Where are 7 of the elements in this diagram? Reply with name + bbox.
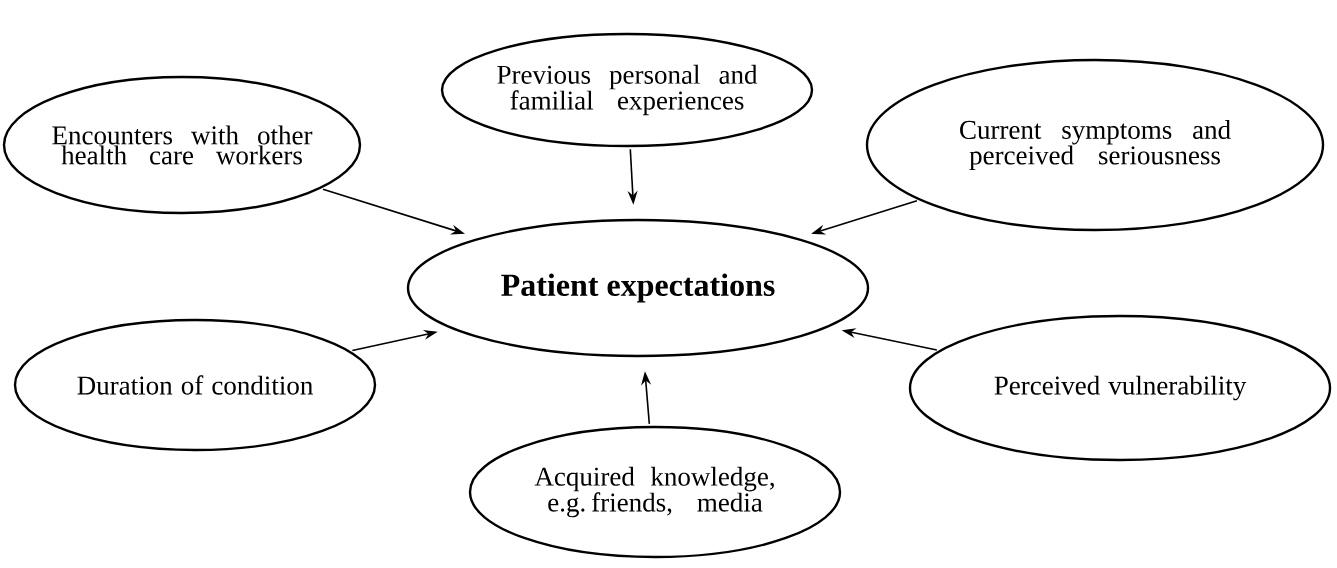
- ellipse-node: Duration of condition: [13, 318, 377, 452]
- ellipse-node: Perceived vulnerability: [908, 314, 1332, 462]
- ellipse-node: Encounters with other health care workers: [2, 75, 362, 215]
- ellipse-node: Previous personal and familial experiences: [440, 32, 814, 148]
- ellipse-node: Patient expectations: [406, 218, 870, 358]
- ellipse-node: Acquired knowledge, e.g. friends, media: [468, 425, 842, 559]
- ellipse-node: Current symptoms and perceived seriousness: [865, 58, 1325, 232]
